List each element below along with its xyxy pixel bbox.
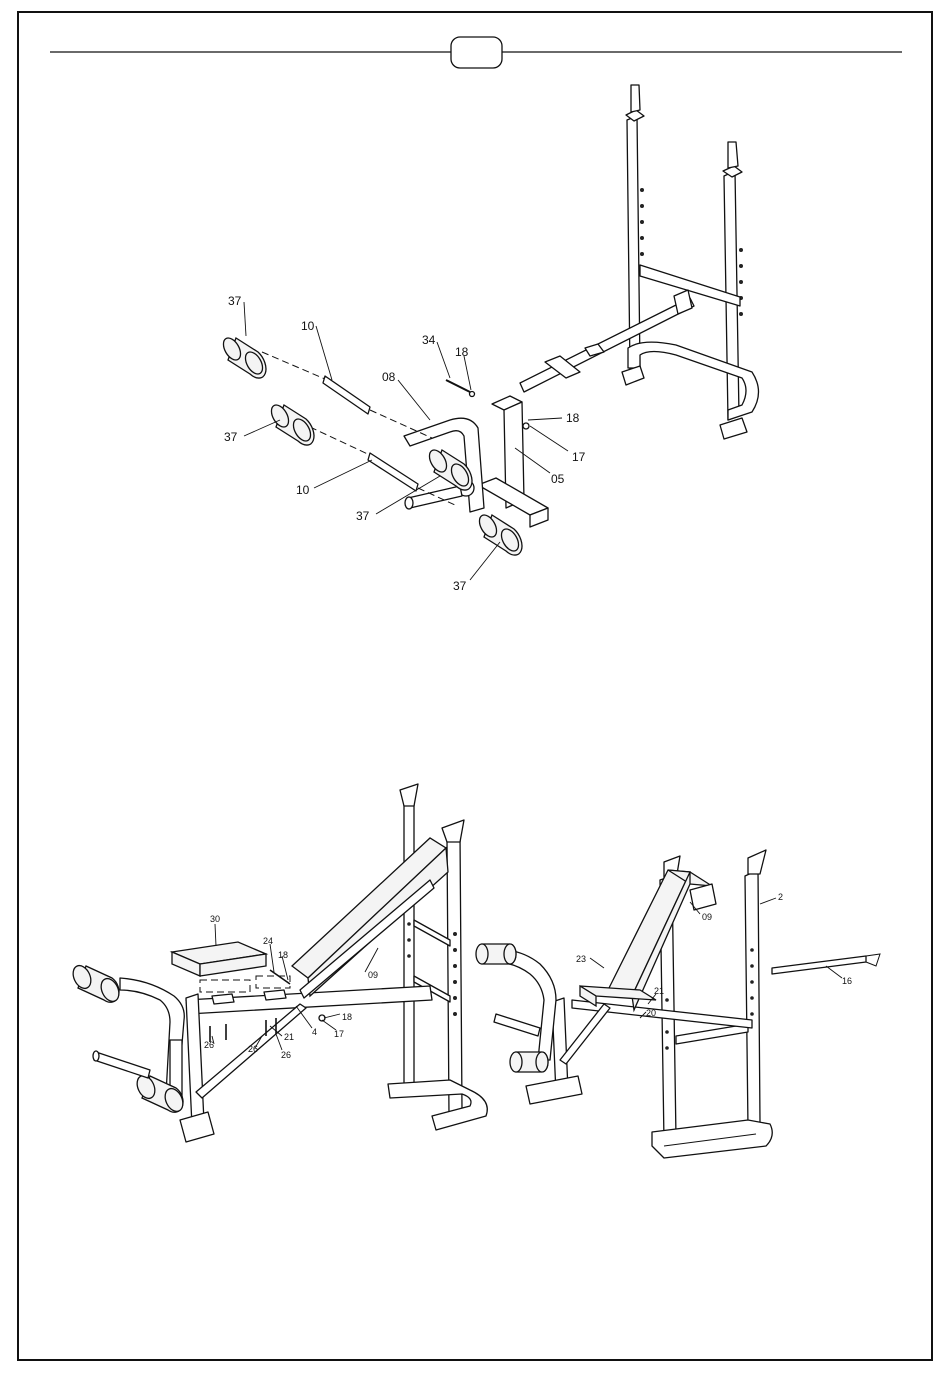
rod-lower (368, 453, 418, 491)
hook-right (442, 820, 464, 842)
align-line-2 (310, 427, 372, 456)
part-label-26: 26 (281, 1050, 291, 1060)
bolt-34 (446, 380, 470, 392)
part-label-10: 10 (301, 319, 315, 333)
foam-roller-1 (476, 944, 516, 964)
part-label-26: 26 (204, 1040, 214, 1050)
part-label-08: 08 (382, 370, 396, 384)
part-label-30: 30 (210, 914, 220, 924)
leg-arm (494, 950, 556, 1060)
back-pad (292, 838, 446, 978)
hook-right (748, 850, 766, 874)
front-foot (526, 1076, 582, 1104)
foot-right (720, 418, 747, 439)
bar-16 (772, 956, 866, 974)
part-label-21: 21 (654, 986, 664, 996)
part-label-18: 18 (342, 1012, 352, 1022)
rod-holder (94, 1052, 150, 1078)
foot-left (622, 366, 644, 385)
part-label-09: 09 (702, 912, 712, 922)
part-label-26: 26 (248, 1044, 258, 1054)
page-number-tab (451, 37, 502, 68)
part-label-4: 4 (312, 1027, 317, 1037)
foam-roller-2 (268, 402, 314, 445)
part-label-09: 09 (368, 970, 378, 980)
part-label-05: 05 (551, 472, 565, 486)
part-label-2: 2 (778, 892, 783, 902)
hook-left (400, 784, 418, 806)
foam-roller-1 (70, 963, 123, 1005)
part-label-37: 37 (356, 509, 370, 523)
hook-left (631, 85, 640, 112)
seat-bracket-outline (200, 980, 250, 992)
page-border (18, 12, 932, 1360)
align-line-1 (262, 352, 325, 379)
assembled-view-left: 30 24 18 09 18 17 4 21 26 26 26 (70, 784, 488, 1142)
rod-holder (494, 1014, 540, 1036)
exploded-view-top: 37 10 08 34 18 18 17 05 37 10 37 37 (220, 85, 759, 593)
foam-roller-2 (510, 1052, 548, 1072)
upright-right (447, 834, 462, 1116)
part-label-34: 34 (422, 333, 436, 347)
part-label-37: 37 (224, 430, 238, 444)
foam-roller-4 (476, 512, 522, 555)
rack-base (388, 1080, 487, 1130)
part-label-17: 17 (572, 450, 586, 464)
part-label-23: 23 (576, 954, 586, 964)
hook-right (728, 142, 738, 168)
part-label-10: 10 (296, 483, 310, 497)
part-label-18: 18 (278, 950, 288, 960)
foam-roller-1 (220, 335, 266, 378)
part-label-18: 18 (566, 411, 580, 425)
rod-upper (323, 376, 370, 414)
part-label-21: 21 (284, 1032, 294, 1042)
nut-17 (523, 423, 529, 429)
part-label-37: 37 (228, 294, 242, 308)
assembled-view-right: 09 2 23 21 20 16 (476, 850, 880, 1158)
part-label-24: 24 (263, 936, 273, 946)
washer-18 (470, 392, 475, 397)
upright-left (404, 798, 414, 1092)
part-label-20: 20 (646, 1008, 656, 1018)
part-label-37: 37 (453, 579, 467, 593)
front-foot (180, 1112, 214, 1142)
part-label-17: 17 (334, 1029, 344, 1039)
part-label-16: 16 (842, 976, 852, 986)
part-label-18: 18 (455, 345, 469, 359)
